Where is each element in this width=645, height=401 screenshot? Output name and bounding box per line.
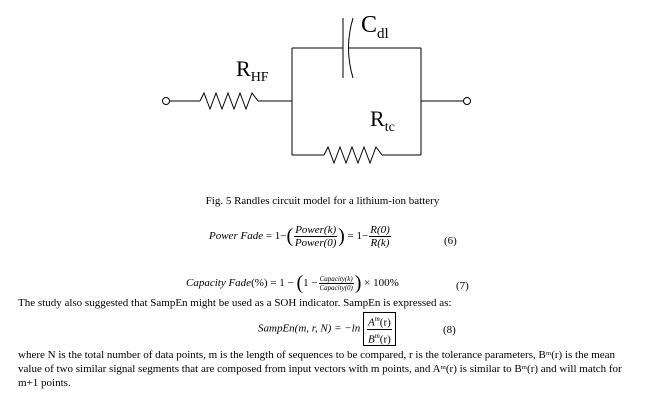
label-rhf: RHF bbox=[236, 56, 269, 85]
fraction-resistance: R(0)R(k) bbox=[369, 224, 391, 249]
equation-number-7: (7) bbox=[456, 280, 469, 292]
paragraph-sampen-definition: where N is the total number of data poin… bbox=[18, 349, 622, 389]
resistor-rhf bbox=[199, 91, 259, 111]
figure-caption: Fig. 5 Randles circuit model for a lithi… bbox=[205, 195, 440, 207]
fraction-power: Power(k)Power(0) bbox=[294, 224, 338, 249]
fraction-capacity: Capacity(k)Capacity(0) bbox=[318, 275, 354, 292]
right-terminal bbox=[463, 97, 471, 105]
resistor-rtc bbox=[323, 145, 383, 165]
label-cdl: Cdl bbox=[361, 12, 389, 42]
paragraph-sampen-intro: The study also suggested that SampEn mig… bbox=[18, 297, 452, 309]
bracket-ratio: Am(r)Bm(r) bbox=[362, 312, 396, 347]
label-rtc: Rtc bbox=[370, 106, 395, 135]
capacitor-plate-right bbox=[348, 17, 354, 79]
equation-power-fade: Power Fade = 1−(Power(k)Power(0)) = 1−R(… bbox=[209, 224, 391, 249]
equation-number-6: (6) bbox=[444, 235, 457, 247]
left-terminal bbox=[162, 97, 170, 105]
equation-capacity-fade: Capacity Fade(%) = 1 − (1 −Capacity(k)Ca… bbox=[186, 272, 399, 294]
randles-circuit-diagram bbox=[162, 17, 471, 165]
equation-sampen: SampEn(m, r, N) = −ln Am(r)Bm(r) bbox=[258, 312, 396, 347]
equation-number-8: (8) bbox=[443, 324, 456, 336]
